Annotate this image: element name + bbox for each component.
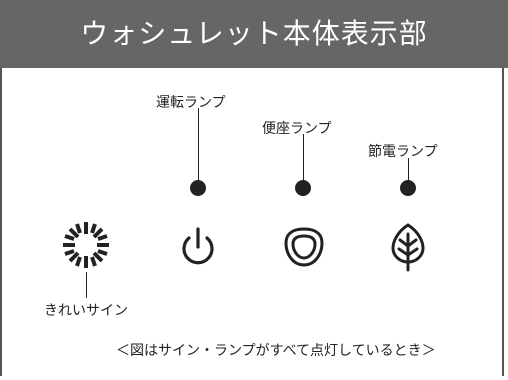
clean-sign-leader-line [86,272,87,298]
seat-lamp-indicator [295,180,311,196]
leaf-icon [391,223,425,272]
panel-header: ウォシュレット本体表示部 [0,0,508,68]
clean-sign-label: きれいサイン [44,303,128,319]
eco-lamp-leader-line [408,158,409,182]
seat-lamp-label: 便座ランプ [262,121,332,137]
sparkle-icon [63,222,109,268]
panel-title: ウォシュレット本体表示部 [80,17,428,50]
power-lamp-label: 運転ランプ [156,95,226,111]
eco-lamp-indicator [400,180,416,196]
eco-lamp-label: 節電ランプ [368,144,438,160]
seat-lamp-leader-line [303,134,304,182]
figure-caption: ＜図はサイン・ランプがすべて点灯しているとき＞ [116,343,436,359]
power-lamp-leader-line [198,108,199,182]
power-icon [182,227,214,265]
power-lamp-indicator [190,180,206,196]
toilet-seat-icon [284,227,324,267]
